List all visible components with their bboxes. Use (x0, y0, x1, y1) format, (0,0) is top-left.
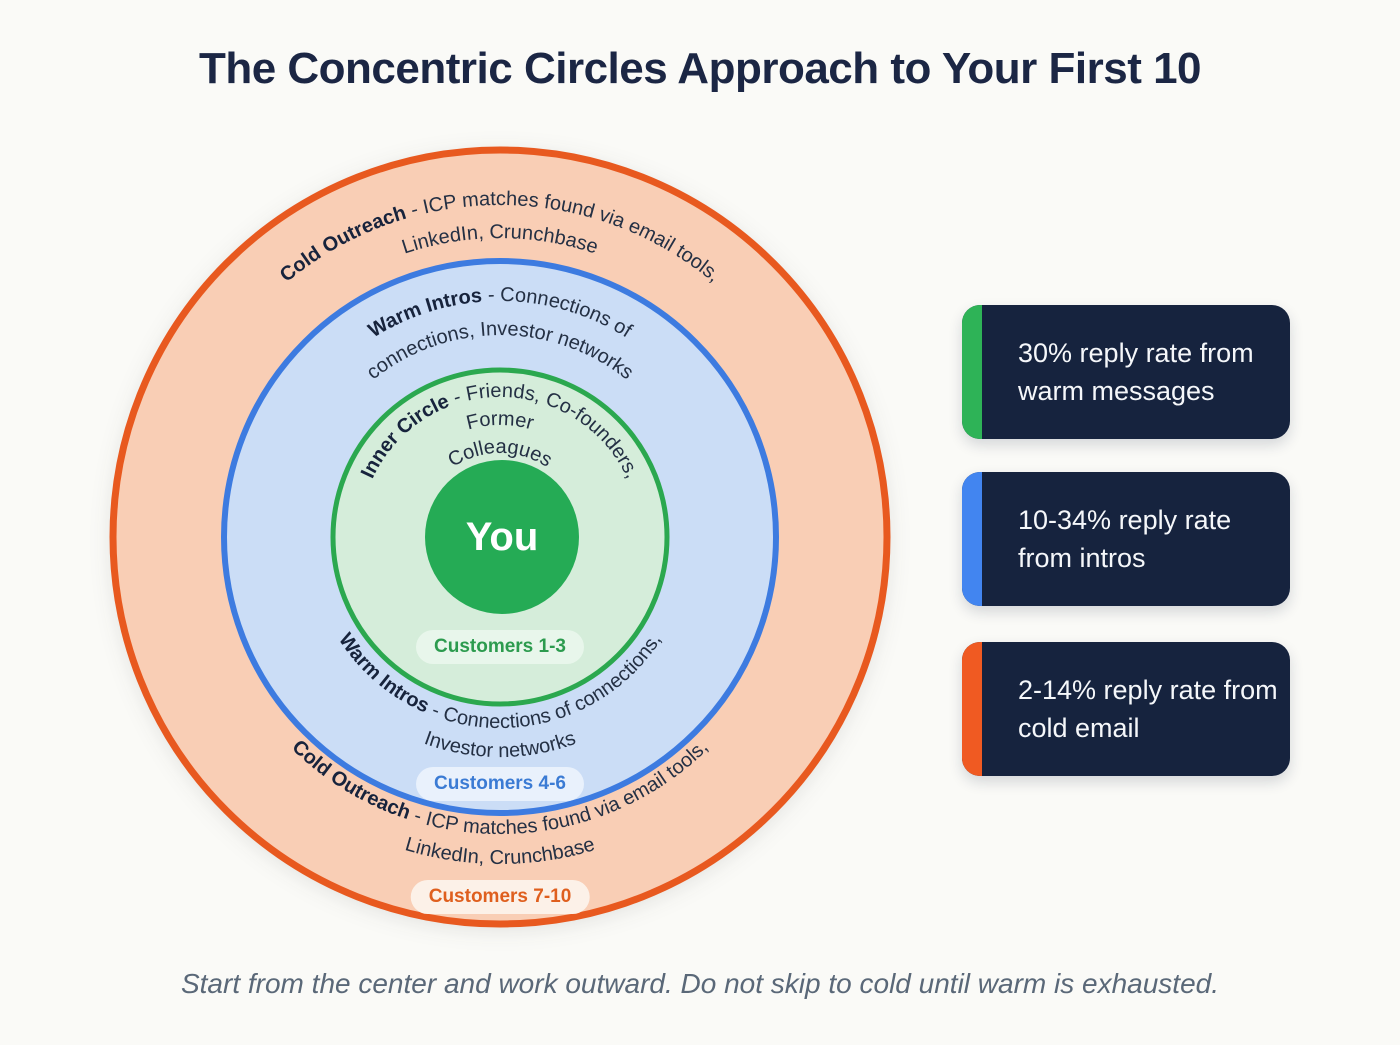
page-title: The Concentric Circles Approach to Your … (198, 44, 1202, 93)
orange-accent-bar (962, 642, 982, 776)
you-label: You (466, 515, 539, 559)
stat-card-cold-email: 2-14% reply rate from cold email (962, 642, 1290, 776)
stat-card-intros: 10-34% reply rate from intros (962, 472, 1290, 606)
stat-text-cold-email: 2-14% reply rate from cold email (1018, 675, 1278, 743)
stat-text-warm-messages: 30% reply rate from warm messages (1018, 338, 1254, 406)
customers-4-6-badge: Customers 4-6 (416, 767, 584, 801)
customers-7-10-badge: Customers 7-10 (410, 880, 590, 914)
you-circle (425, 460, 579, 614)
green-accent-bar (962, 305, 982, 439)
blue-accent-bar (962, 472, 982, 606)
footer-note: Start from the center and work outward. … (180, 968, 1220, 999)
stat-text-intros: 10-34% reply rate from intros (1018, 505, 1232, 573)
customers-1-3-badge: Customers 1-3 (416, 630, 584, 664)
stat-card-warm-messages: 30% reply rate from warm messages (962, 305, 1290, 439)
